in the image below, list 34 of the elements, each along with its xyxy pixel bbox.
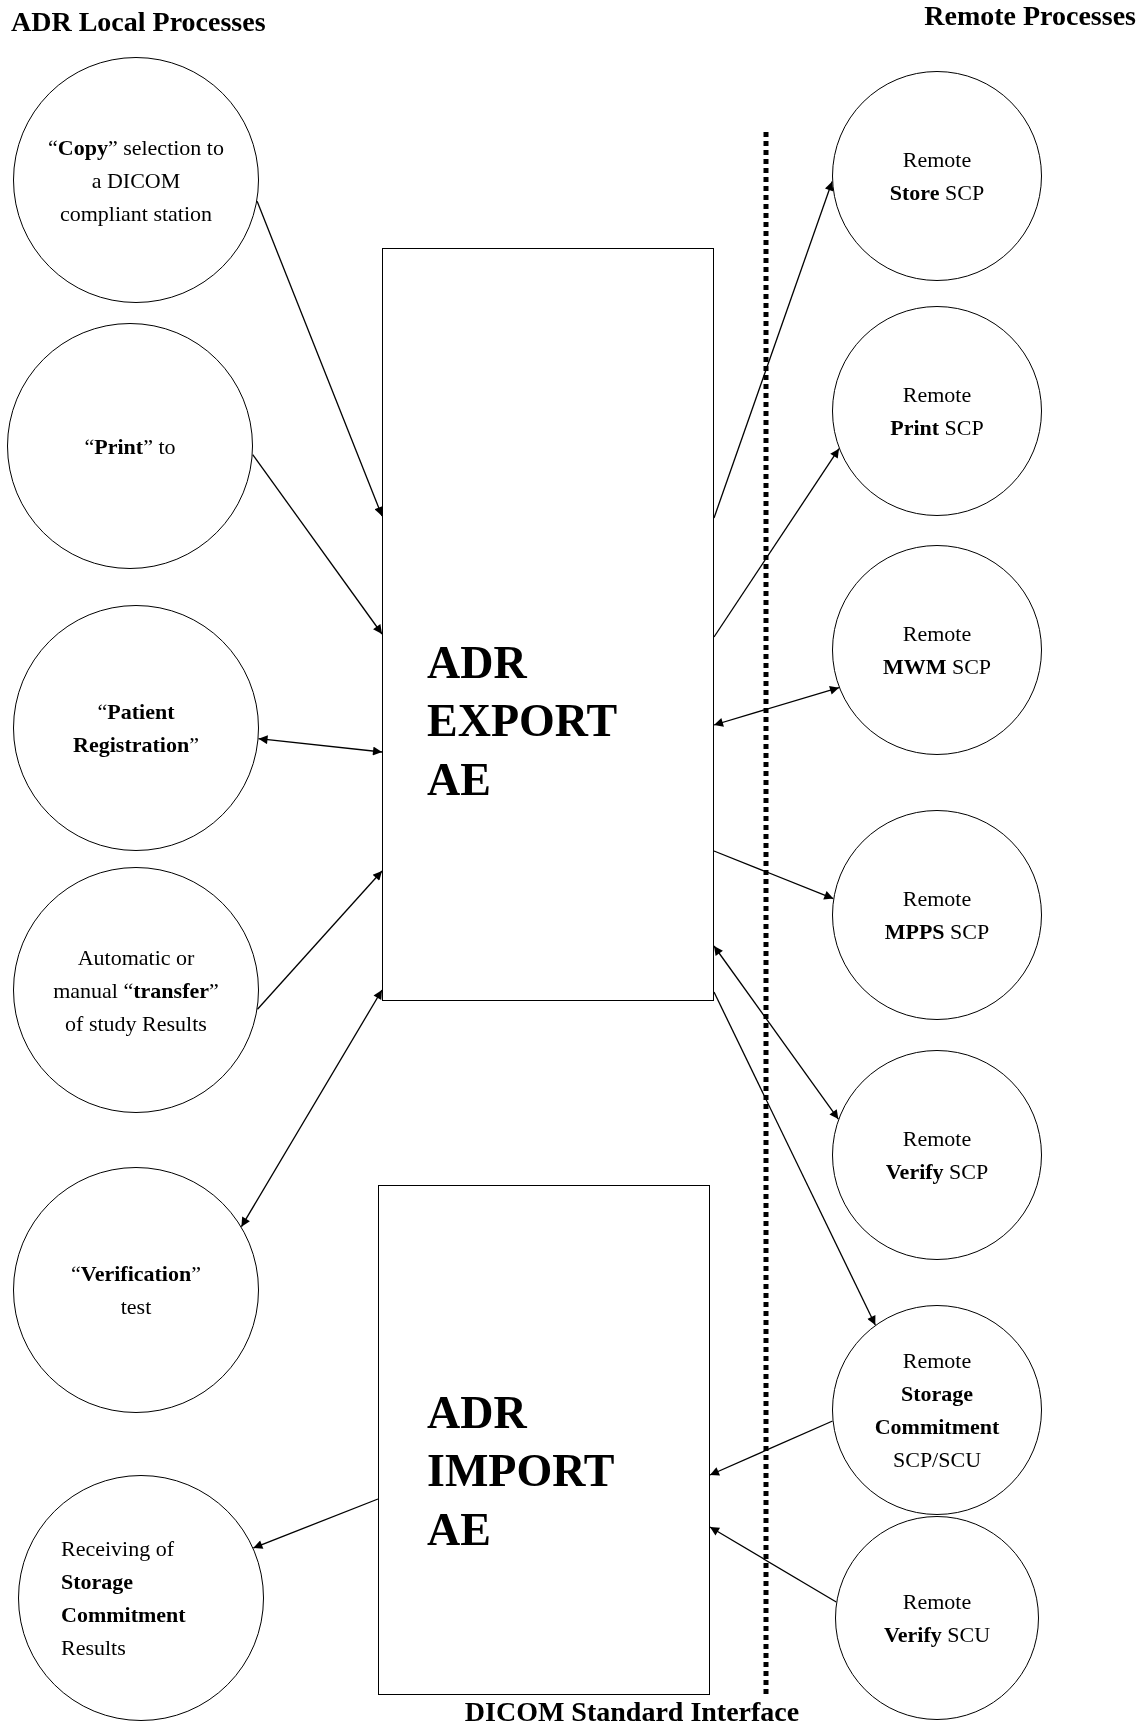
- arrow: [252, 453, 383, 635]
- arrow: [713, 448, 840, 638]
- arrow: [713, 180, 834, 519]
- process-label: Remote Print SCP: [889, 381, 985, 442]
- arrow: [713, 685, 840, 727]
- process-label: Remote Verify SCU: [882, 1588, 992, 1649]
- process-label: “Copy” selection to a DICOM compliant station: [47, 133, 225, 228]
- entity-title: ADR IMPORT AE: [427, 1386, 615, 1557]
- process-label: Remote Verify SCP: [884, 1125, 990, 1186]
- arrow: [709, 1526, 837, 1603]
- process-label: “Verification” test: [70, 1260, 202, 1321]
- arrow: [256, 200, 383, 517]
- process-label: Remote Storage Commitment SCP/SCU: [873, 1347, 1001, 1474]
- arrow: [713, 991, 876, 1326]
- application-entity-box: [382, 248, 714, 1001]
- arrow: [256, 870, 383, 1010]
- process-label: “Patient Registration”: [72, 698, 200, 759]
- heading: Remote Processes: [924, 0, 1136, 32]
- process-label: Automatic or manual “transfer” of study Results: [52, 943, 220, 1038]
- process-label: Remote MPPS SCP: [883, 885, 991, 946]
- interface-label: DICOM Standard Interface: [464, 1696, 800, 1728]
- heading: ADR Local Processes: [11, 6, 266, 38]
- application-entity-box: [378, 1185, 710, 1695]
- arrow: [713, 945, 839, 1120]
- arrow: [713, 850, 834, 900]
- process-label: “Print” to: [83, 432, 177, 461]
- arrow: [240, 989, 383, 1228]
- process-label: Remote Store SCP: [888, 146, 986, 207]
- entity-title: ADR EXPORT AE: [427, 636, 618, 807]
- arrow: [709, 1420, 834, 1476]
- arrow: [252, 1498, 379, 1549]
- process-label: Remote MWM SCP: [881, 620, 993, 681]
- process-label: Receiving of Storage Commitment Results: [61, 1535, 187, 1662]
- arrow: [257, 735, 383, 756]
